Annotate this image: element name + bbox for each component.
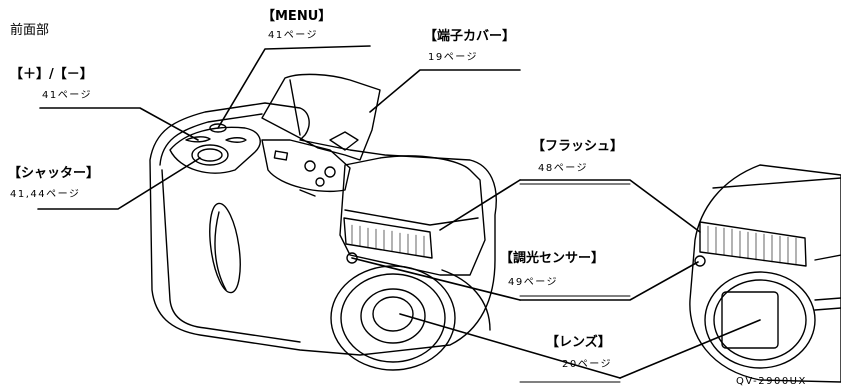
callout-shutter-page: 41,44ページ — [10, 189, 81, 200]
model-number: QV-2900UX — [736, 376, 807, 387]
leader-shutter — [37, 157, 201, 210]
callout-lens-page: 20ページ — [562, 359, 613, 370]
leader-menu — [217, 45, 371, 129]
terminal-cover — [261, 73, 381, 161]
callout-plusminus-page: 41ページ — [42, 90, 93, 101]
menu-button — [209, 123, 227, 133]
callout-menu-label: 【MENU】 — [262, 9, 332, 24]
light-sensor — [346, 252, 358, 264]
section-heading: 前面部 — [10, 23, 50, 38]
callout-plusminus-label: 【＋】/【－】 — [10, 67, 93, 82]
flash-housing — [339, 155, 486, 276]
closeup-flash — [699, 221, 807, 267]
leader-flash — [439, 179, 521, 231]
callout-menu-page: 41ページ — [268, 30, 319, 41]
leader-lens — [399, 313, 621, 379]
callout-lens-label: 【レンズ】 — [546, 335, 611, 350]
grip-recess — [209, 202, 241, 294]
shutter-button — [191, 144, 229, 166]
leader-sensor — [351, 257, 521, 301]
callout-flash-page: 48ページ — [538, 163, 589, 174]
lens-outer — [330, 265, 456, 371]
callout-sensor-page: 49ページ — [508, 277, 559, 288]
closeup-lens — [704, 271, 816, 369]
flash-window — [343, 217, 433, 259]
callout-flash-label: 【フラッシュ】 — [532, 139, 624, 154]
camera-body — [149, 102, 497, 356]
callout-terminal-label: 【端子カバー】 — [424, 29, 516, 44]
callout-sensor-label: 【調光センサー】 — [500, 251, 605, 266]
callout-terminal-page: 19ページ — [428, 52, 479, 63]
closeup-body — [689, 164, 841, 383]
leader-plusminus — [39, 107, 199, 141]
leader-terminal — [369, 69, 521, 113]
callout-shutter-label: 【シャッター】 — [8, 166, 100, 181]
